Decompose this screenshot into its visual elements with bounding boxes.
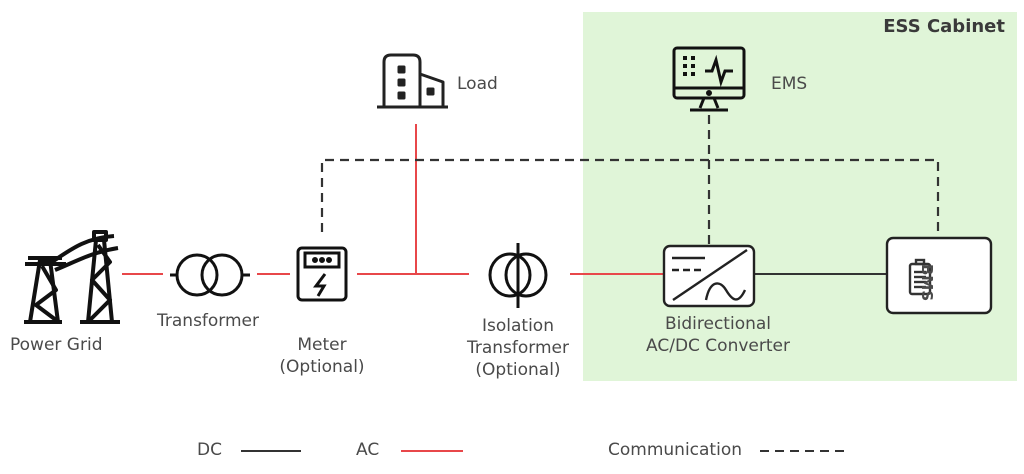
converter-label-line1: Bidirectional (664, 314, 772, 334)
converter-label-line2: AC/DC Converter (646, 336, 790, 356)
building-icon (377, 53, 448, 109)
meter-icon (296, 246, 348, 302)
bms-label: BMS (918, 264, 936, 302)
legend-communication-label: Communication (608, 440, 742, 460)
power-grid-label: Power Grid (10, 335, 103, 355)
isolation-transformer-label: Isolation Transformer (Optional) (460, 315, 576, 381)
ess-cabinet-title: ESS Cabinet (883, 16, 1005, 37)
transformer-label: Transformer (157, 311, 260, 331)
monitor-icon (672, 46, 746, 112)
converter-label: Bidirectional AC/DC Converter (638, 313, 798, 357)
meter-label: Meter (Optional) (272, 334, 372, 378)
legend-dc-label: DC (197, 440, 222, 460)
isolation-label-line2: Transformer (466, 338, 569, 358)
power-tower-icon (24, 230, 120, 324)
transformer-icon (170, 253, 250, 297)
load-label: Load (457, 74, 498, 94)
isolation-transformer-icon (488, 243, 548, 308)
ac-dc-converter-icon (662, 244, 756, 308)
ess-cabinet-region: ESS Cabinet (583, 12, 1017, 381)
meter-label-line2: (Optional) (279, 357, 365, 377)
bms-box (885, 236, 993, 315)
legend-ac-label: AC (356, 440, 380, 460)
meter-label-line1: Meter (297, 335, 347, 355)
isolation-label-line3: (Optional) (475, 360, 561, 380)
ems-label: EMS (771, 74, 808, 94)
isolation-label-line1: Isolation (482, 316, 554, 336)
battery-icon (908, 258, 932, 296)
comm-line-meter (320, 158, 940, 237)
